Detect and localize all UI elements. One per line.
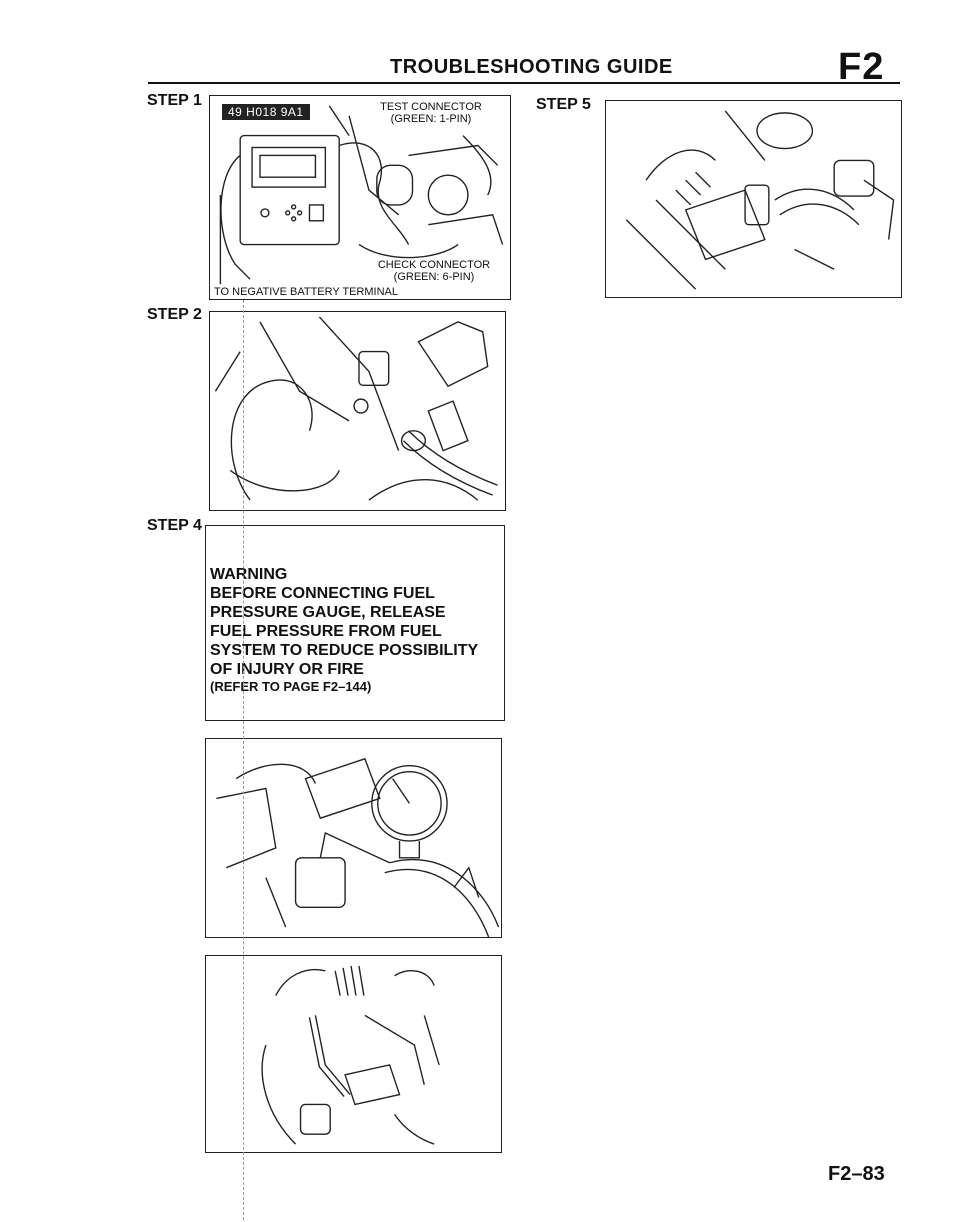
- figure-step-2-drawing: [214, 316, 498, 501]
- figure-step-5: [605, 100, 902, 298]
- section-code: F2: [838, 46, 885, 88]
- test-connector-label: TEST CONNECTOR: [380, 101, 482, 113]
- figure-step-2: [209, 311, 506, 511]
- test-connector-spec: (GREEN: 1-PIN): [390, 113, 472, 125]
- header-rule: [148, 82, 900, 84]
- figure-step-1: 49 H018 9A1 TEST CONNECTOR (GREEN: 1-PIN…: [209, 95, 511, 300]
- battery-terminal-label: TO NEGATIVE BATTERY TERMINAL: [214, 286, 398, 298]
- check-connector-label: CHECK CONNECTOR: [377, 259, 491, 271]
- warning-title: WARNING: [210, 566, 288, 583]
- warning-reference: (REFER TO PAGE F2–144): [210, 679, 372, 694]
- step-5-label: STEP 5: [536, 96, 591, 113]
- page-number: F2–83: [828, 1163, 885, 1185]
- warning-line: FUEL PRESSURE FROM FUEL: [210, 623, 442, 640]
- figure-pressure-gauge: [205, 738, 502, 938]
- page-title: TROUBLESHOOTING GUIDE: [390, 56, 673, 78]
- warning-line: PRESSURE GAUGE, RELEASE: [210, 604, 446, 621]
- warning-box: WARNING BEFORE CONNECTING FUEL PRESSURE …: [205, 525, 505, 721]
- step-1-label: STEP 1: [147, 92, 202, 109]
- figure-step-5-drawing: [625, 110, 895, 290]
- warning-line: SYSTEM TO REDUCE POSSIBILITY: [210, 642, 479, 659]
- column-divider: [243, 300, 244, 1220]
- figure-pressure-gauge-drawing: [216, 757, 500, 937]
- step-4-label: STEP 4: [147, 517, 202, 534]
- figure-step-1-drawing: [219, 105, 504, 285]
- figure-fuel-line-drawing: [261, 965, 440, 1145]
- figure-fuel-line: [205, 955, 502, 1153]
- warning-line: BEFORE CONNECTING FUEL: [210, 585, 435, 602]
- tool-number-tag: 49 H018 9A1: [222, 104, 310, 120]
- check-connector-spec: (GREEN: 6-PIN): [393, 271, 475, 283]
- warning-line: OF INJURY OR FIRE: [210, 661, 364, 678]
- step-2-label: STEP 2: [147, 306, 202, 323]
